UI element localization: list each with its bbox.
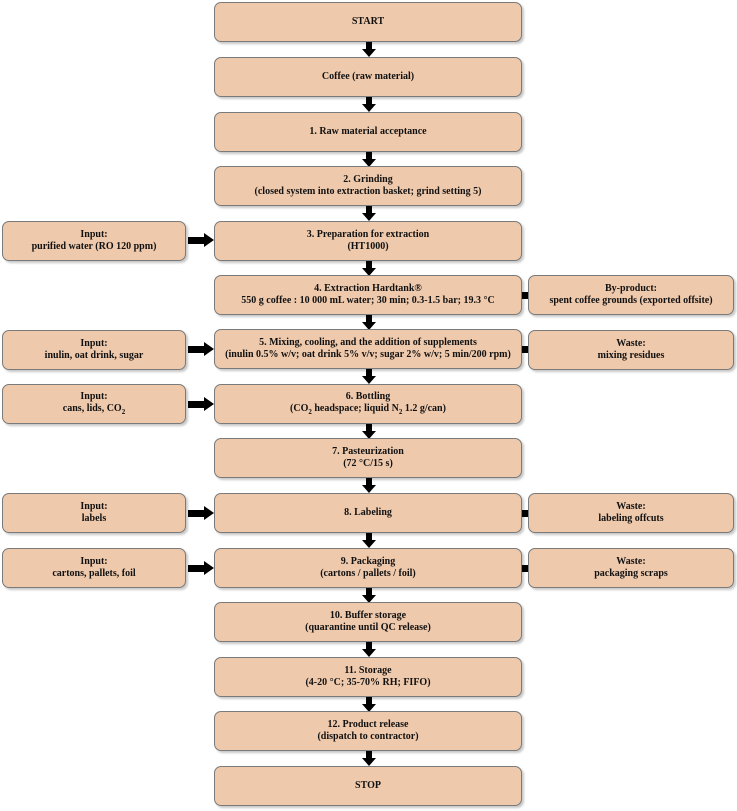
step9-detail: (cartons / pallets / foil) [320, 568, 416, 579]
step10-box: 10. Buffer storage (quarantine until QC … [214, 602, 522, 642]
input-water-title: Input: [80, 229, 108, 240]
step8-title: 8. Labeling [344, 507, 392, 518]
input-labels-detail: labels [81, 513, 107, 524]
packaging-waste-detail: packaging scraps [594, 568, 668, 579]
input-packaging-title: Input: [80, 556, 108, 567]
arrow-water-to-step3 [188, 233, 214, 247]
packaging-waste-title: Waste: [616, 556, 646, 567]
arrow-step9-to-step10 [362, 588, 376, 603]
byproduct-title: By-product: [604, 283, 658, 294]
step7-detail: (72 °C/15 s) [343, 458, 393, 469]
input-water-detail: purified water (RO 120 ppm) [31, 241, 157, 252]
step3-box: 3. Preparation for extraction (HT1000) [214, 221, 522, 261]
arrow-start-to-raw [362, 42, 376, 57]
input-supplements-detail: inulin, oat drink, sugar [44, 350, 144, 361]
step12-box: 12. Product release (dispatch to contrac… [214, 711, 522, 751]
arrow-step12-to-stop [362, 751, 376, 766]
step3-title: 3. Preparation for extraction [306, 229, 430, 240]
step2-title: 2. Grinding [343, 174, 393, 185]
arrow-labels-to-step8 [188, 506, 214, 520]
start-label: START [351, 16, 385, 27]
arrow-supplements-to-step5 [188, 342, 214, 356]
mixing-waste-detail: mixing residues [597, 350, 665, 361]
byproduct-detail: spent coffee grounds (exported offsite) [549, 295, 713, 306]
input-labels-box: Input: labels [2, 493, 186, 533]
input-cans-title: Input: [80, 390, 108, 402]
arrow-cans-to-step6 [188, 397, 214, 411]
step10-detail: (quarantine until QC release) [305, 622, 431, 633]
step3-detail: (HT1000) [347, 241, 389, 252]
raw-material-label: Coffee (raw material) [321, 71, 415, 82]
step8-box: 8. Labeling [214, 493, 522, 533]
arrow-step2-to-step3 [362, 206, 376, 221]
labeling-waste-detail: labeling offcuts [598, 513, 664, 524]
step4-box: 4. Extraction Hardtank® 550 g coffee : 1… [214, 275, 522, 315]
labeling-waste-box: Waste: labeling offcuts [528, 493, 734, 533]
input-supplements-title: Input: [80, 338, 108, 349]
step1-title: 1. Raw material acceptance [309, 126, 427, 137]
step6-box: 6. Bottling (CO2 headspace; liquid N2 1.… [214, 384, 522, 424]
step11-detail: (4-20 °C; 35-70% RH; FIFO) [305, 677, 431, 688]
step1-box: 1. Raw material acceptance [214, 112, 522, 152]
byproduct-box: By-product: spent coffee grounds (export… [528, 275, 734, 315]
input-cans-detail: cans, lids, CO2 [62, 402, 126, 416]
start-box: START [214, 2, 522, 42]
input-water-box: Input: purified water (RO 120 ppm) [2, 221, 186, 261]
step11-title: 11. Storage [344, 665, 392, 676]
arrow-step11-to-step12 [362, 697, 376, 712]
step4-detail: 550 g coffee : 10 000 mL water; 30 min; … [241, 295, 495, 306]
labeling-waste-title: Waste: [616, 501, 646, 512]
stop-box: STOP [214, 766, 522, 806]
step11-box: 11. Storage (4-20 °C; 35-70% RH; FIFO) [214, 657, 522, 697]
step5-title: 5. Mixing, cooling, and the addition of … [259, 337, 477, 348]
arrow-step1-to-step2 [362, 152, 376, 167]
arrow-step3-to-step4 [362, 261, 376, 276]
arrow-step5-to-step6 [362, 369, 376, 384]
arrow-packaging-to-step9 [188, 561, 214, 575]
arrow-step4-to-step5 [362, 315, 376, 330]
stop-label: STOP [355, 780, 381, 791]
step5-detail: (inulin 0.5% w/v; oat drink 5% v/v; suga… [225, 349, 511, 360]
step6-title: 6. Bottling [345, 390, 391, 402]
packaging-waste-box: Waste: packaging scraps [528, 548, 734, 588]
arrow-raw-to-step1 [362, 97, 376, 112]
input-packaging-box: Input: cartons, pallets, foil [2, 548, 186, 588]
step7-box: 7. Pasteurization (72 °C/15 s) [214, 438, 522, 478]
step6-detail: (CO2 headspace; liquid N2 1.2 g/can) [290, 402, 446, 416]
step7-title: 7. Pasteurization [332, 446, 404, 457]
mixing-waste-title: Waste: [616, 338, 646, 349]
arrow-step6-to-step7 [362, 424, 376, 439]
input-labels-title: Input: [80, 501, 108, 512]
arrow-step10-to-step11 [362, 642, 376, 657]
step4-title: 4. Extraction Hardtank® [314, 283, 422, 294]
input-supplements-box: Input: inulin, oat drink, sugar [2, 330, 186, 370]
arrow-step7-to-step8 [362, 478, 376, 493]
step9-title: 9. Packaging [340, 556, 396, 567]
raw-material-box: Coffee (raw material) [214, 57, 522, 97]
step2-box: 2. Grinding (closed system into extracti… [214, 166, 522, 206]
arrow-step8-to-step9 [362, 533, 376, 548]
input-packaging-detail: cartons, pallets, foil [52, 568, 136, 579]
mixing-waste-box: Waste: mixing residues [528, 330, 734, 370]
step10-title: 10. Buffer storage [329, 610, 407, 621]
step12-detail: (dispatch to contractor) [317, 731, 419, 742]
step9-box: 9. Packaging (cartons / pallets / foil) [214, 548, 522, 588]
step5-box: 5. Mixing, cooling, and the addition of … [214, 329, 522, 369]
step12-title: 12. Product release [327, 719, 409, 730]
input-cans-box: Input: cans, lids, CO2 [2, 384, 186, 424]
step2-detail: (closed system into extraction basket; g… [254, 186, 482, 197]
